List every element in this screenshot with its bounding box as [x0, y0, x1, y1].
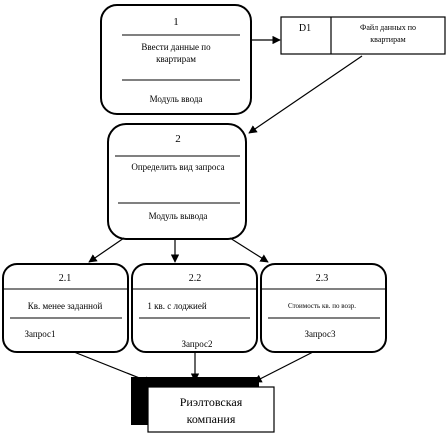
- process-2-2: 2.2 1 кв. с лоджией Запрос2: [131, 263, 258, 353]
- process-2-2-name: 1 кв. с лоджией: [147, 301, 206, 311]
- flow-2-to-2-3: [229, 237, 269, 263]
- process-1-id: 1: [173, 16, 179, 28]
- external-entity-line2: компания: [187, 412, 236, 426]
- flow-2-to-2-1: [88, 237, 125, 263]
- process-2-3-id: 2.3: [316, 273, 329, 284]
- process-1-name-line2: квартирам: [156, 54, 196, 64]
- process-2-3-name: Стоимость кв. по возр.: [288, 302, 356, 310]
- process-2: 2 Определить вид запроса Модуль вывода: [107, 123, 247, 240]
- flow-2-3-to-entity: [253, 351, 314, 383]
- process-2-1: 2.1 Кв. менее заданной Запрос1: [2, 263, 129, 353]
- process-1-module: Модуль ввода: [150, 94, 203, 104]
- process-2-3: 2.3 Стоимость кв. по возр. Запрос3: [260, 263, 387, 353]
- process-1-name-line1: Ввести данные по: [141, 42, 211, 52]
- external-entity-line1: Риэлтовская: [180, 395, 243, 409]
- process-1: 1 Ввести данные по квартирам Модуль ввод…: [100, 4, 252, 115]
- process-2-2-id: 2.2: [189, 273, 202, 284]
- flow-d1-to-2: [248, 55, 363, 134]
- process-2-1-id: 2.1: [59, 273, 72, 284]
- datastore-d1: D1 Файл данных по квартирам: [280, 16, 446, 55]
- process-2-id: 2: [175, 133, 181, 145]
- external-entity: Риэлтовская компания: [131, 377, 275, 433]
- process-2-2-module: Запрос2: [182, 339, 213, 349]
- datastore-name-line1: Файл данных по: [360, 23, 416, 32]
- datastore-name-line2: квартирам: [370, 35, 405, 44]
- process-2-name: Определить вид запроса: [131, 162, 224, 172]
- process-2-1-name: Кв. менее заданной: [28, 301, 103, 311]
- process-2-1-module: Запрос1: [25, 329, 56, 339]
- datastore-id: D1: [299, 23, 311, 34]
- process-2-3-module: Запрос3: [305, 329, 336, 339]
- process-2-module: Модуль вывода: [149, 211, 208, 221]
